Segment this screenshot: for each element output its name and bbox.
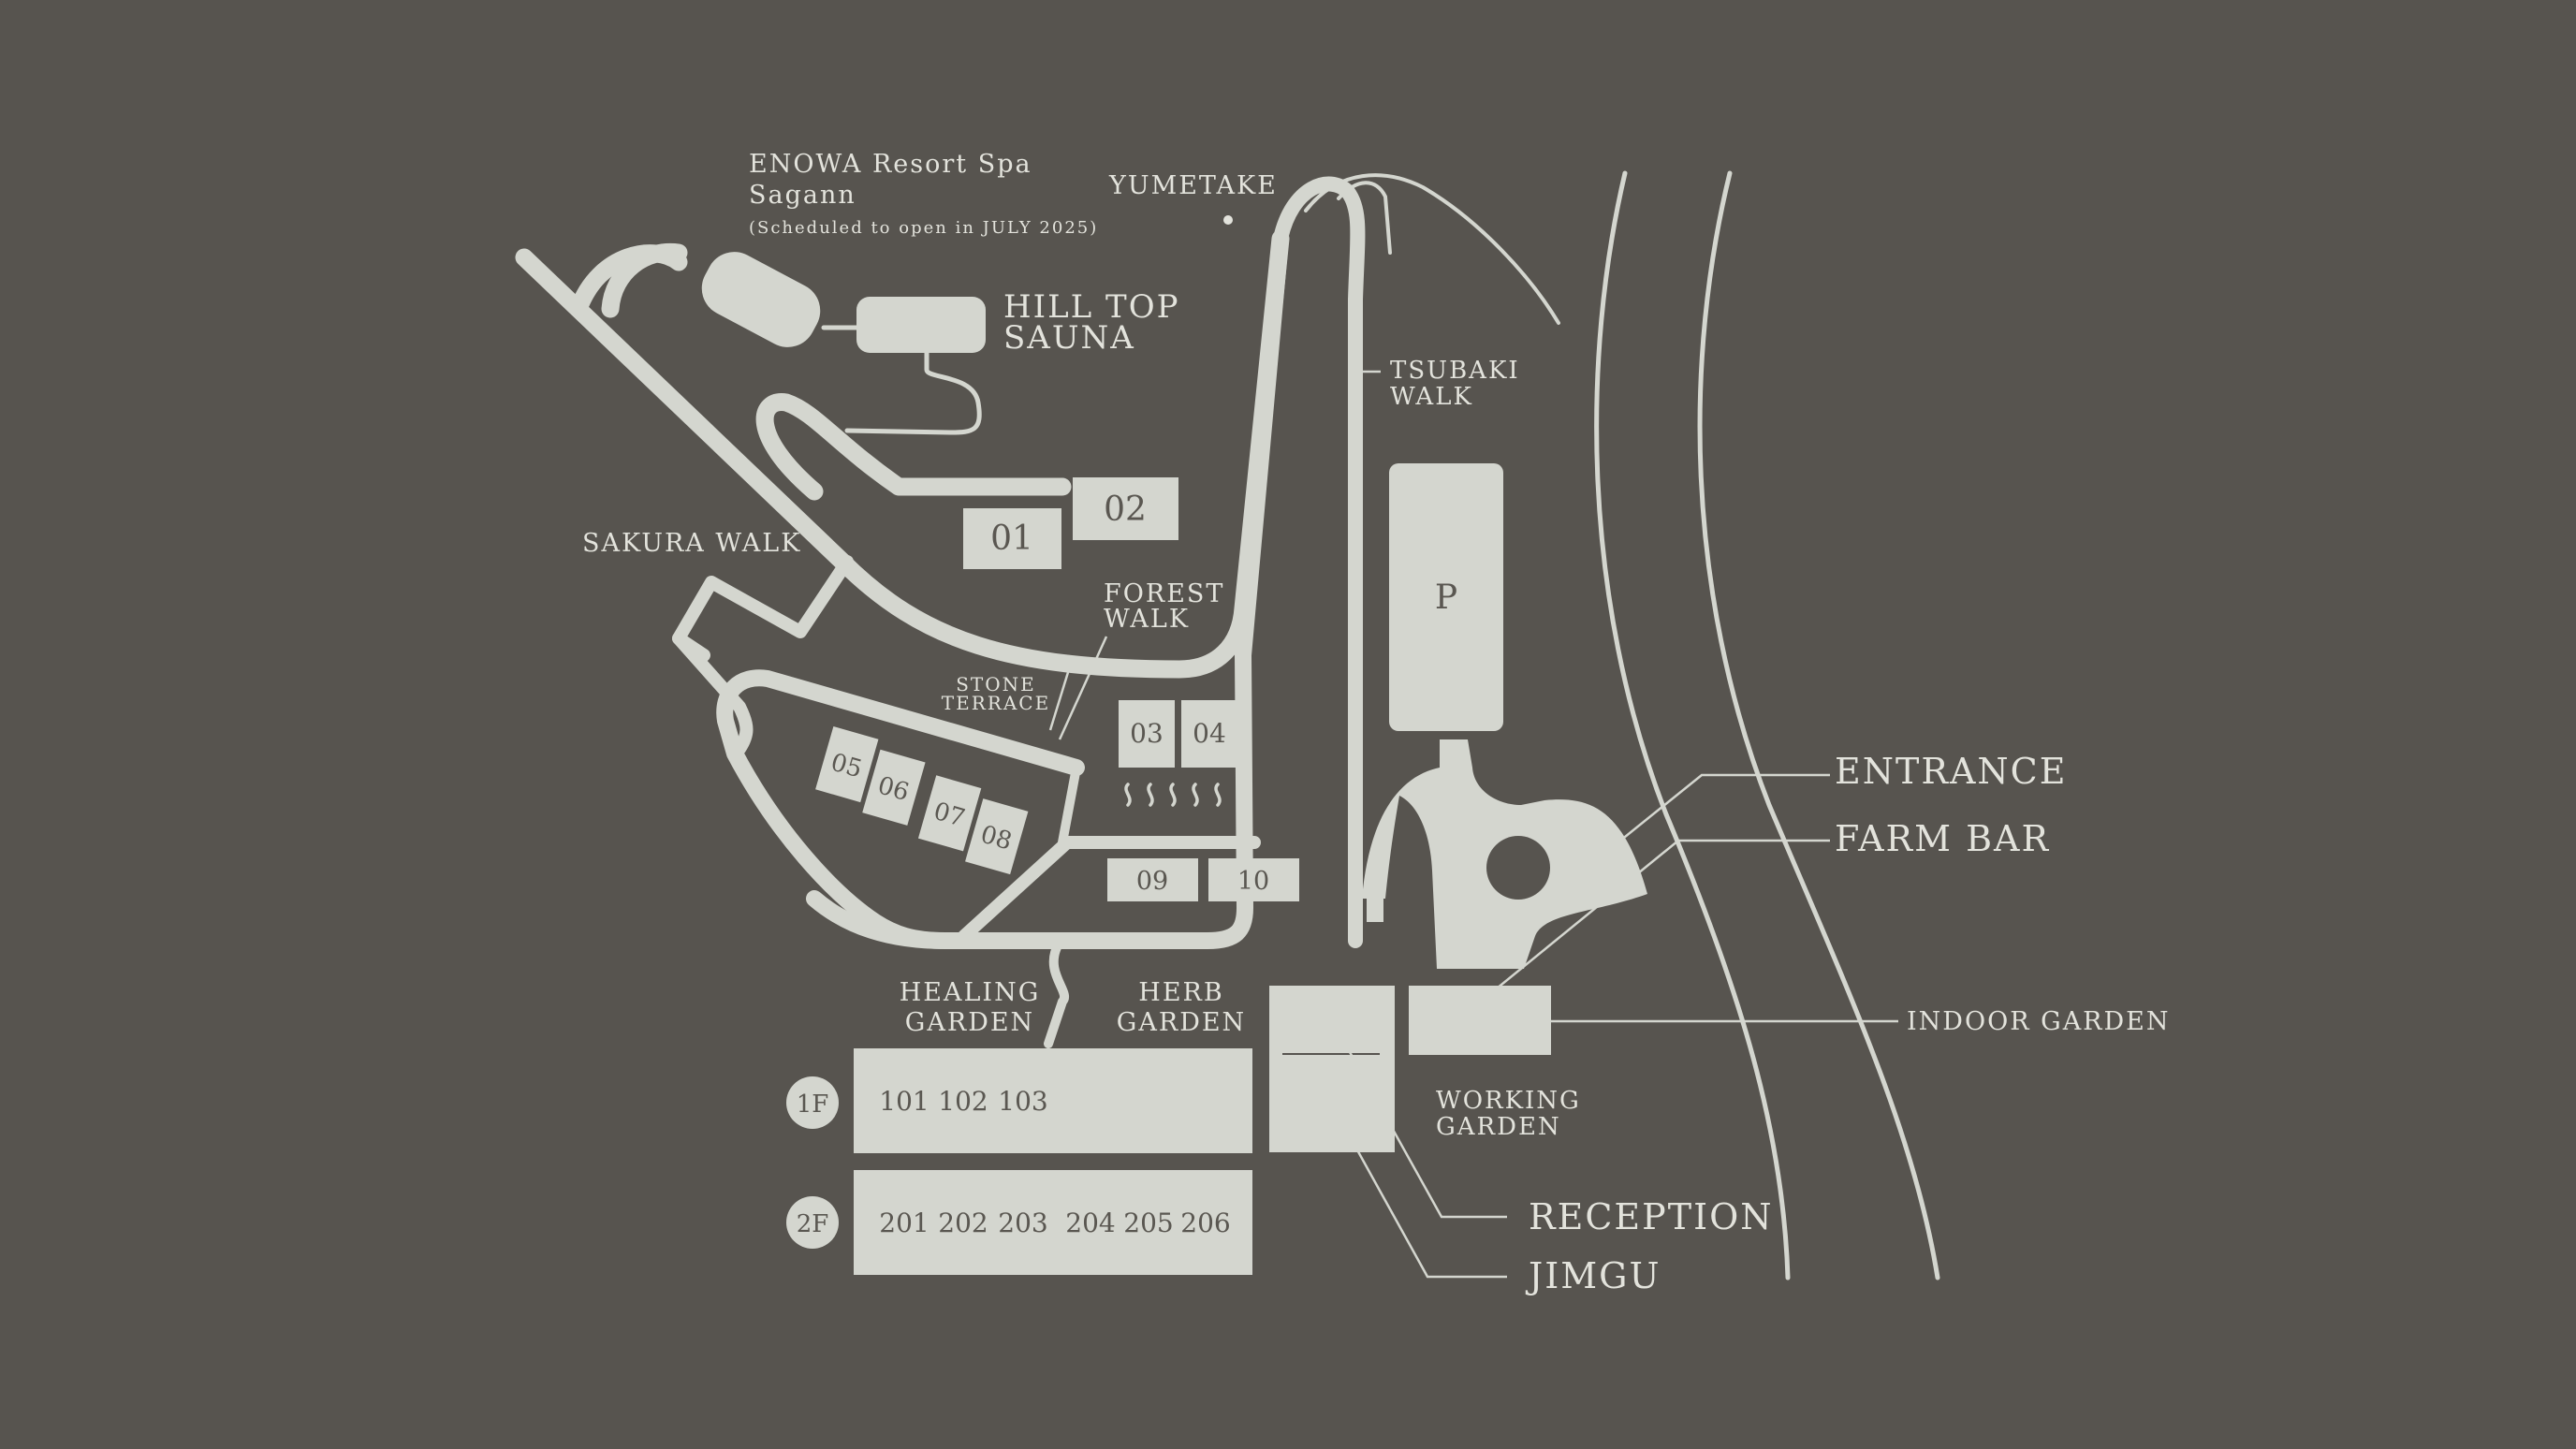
tsubaki-label-line2: WALK (1390, 383, 1473, 411)
yumetake-label: YUMETAKE (1108, 171, 1278, 200)
stone-terrace-leader (1048, 668, 1071, 731)
villa-09-label: 09 (1136, 867, 1168, 896)
entrance-label: ENTRANCE (1835, 751, 2067, 792)
room-201: 201 (879, 1208, 929, 1238)
hill-top-label-line2: SAUNA (1003, 319, 1135, 357)
parking-lot (1389, 463, 1503, 731)
diagonal-road (958, 836, 1261, 943)
herb-garden-label-line1: HERB (1138, 978, 1223, 1007)
enowa-note: (Scheduled to open in JULY 2025) (749, 218, 1098, 238)
coastline-outer (1697, 170, 1940, 1281)
floor-1-building (854, 1048, 1252, 1153)
forest-walk-label-line1: FOREST (1104, 579, 1224, 608)
hill-top-label-line1: HILL TOP (1003, 288, 1179, 326)
terrace-compound (716, 669, 1085, 949)
indoor-garden-building (1409, 986, 1551, 1055)
villa-04 (1181, 700, 1237, 768)
villa-10-label: 10 (1237, 867, 1269, 896)
tsubaki-walk-inner (1337, 181, 1392, 255)
room-103: 103 (998, 1086, 1047, 1117)
floor-2-badge-label: 2F (797, 1210, 829, 1238)
hilltop-road (515, 229, 1290, 679)
healing-garden-label-line1: HEALING (900, 978, 1041, 1007)
room-206: 206 (1180, 1208, 1230, 1238)
room-204: 204 (1065, 1208, 1115, 1238)
reception-label: RECEPTION (1529, 1196, 1774, 1237)
enowa-label-line1: ENOWA Resort Spa (749, 150, 1032, 179)
entrance-drop-marker (1367, 885, 1383, 922)
sauna-trail (844, 350, 982, 435)
room-202: 202 (938, 1208, 988, 1238)
parking-label: P (1435, 578, 1457, 617)
villa-02 (1073, 477, 1178, 540)
terrace-gate (1058, 763, 1081, 847)
villa-02-label: 02 (1104, 490, 1147, 529)
working-garden-label-line2: GARDEN (1436, 1113, 1561, 1141)
villa-05 (815, 726, 879, 803)
forest-walk-label-line2: WALK (1104, 605, 1190, 634)
villa-10 (1208, 858, 1299, 901)
room-102: 102 (938, 1086, 988, 1117)
hot-spring-icon (1124, 783, 1244, 807)
indoor-garden-label: INDOOR GARDEN (1907, 1007, 2171, 1036)
farm-bar-leader (1445, 839, 1830, 1031)
floor-1-badge-label: 1F (797, 1090, 829, 1119)
villa-09 (1107, 858, 1198, 901)
room-203: 203 (998, 1208, 1047, 1238)
entrance-leader (1600, 773, 1830, 857)
villa-08 (965, 798, 1029, 875)
reception-leader (1329, 1017, 1507, 1219)
villa-03 (1119, 700, 1175, 768)
sauna-pod-1 (701, 252, 821, 347)
farm-bar-label: FARM BAR (1835, 818, 2050, 859)
yumetake-marker (1223, 215, 1233, 225)
tsubaki-walk-outer (1304, 173, 1560, 325)
villa-04-label: 04 (1193, 718, 1226, 749)
enowa-label-line2: Sagann (749, 181, 856, 210)
working-garden-label-line1: WORKING (1436, 1087, 1581, 1115)
room-205: 205 (1123, 1208, 1173, 1238)
herb-garden-label-line2: GARDEN (1117, 1008, 1246, 1037)
sakura-walk-spur (672, 632, 754, 755)
sauna-pod-2 (856, 297, 986, 353)
sakura-walk-label: SAKURA WALK (582, 529, 801, 558)
entrance-roundabout (1486, 836, 1550, 900)
lower-switchback (755, 393, 1072, 501)
villa-07 (917, 775, 982, 852)
stone-terrace-label-line2: TERRACE (942, 692, 1050, 714)
sakura-loop (601, 242, 688, 318)
villa-01 (963, 508, 1061, 569)
floor-1-badge (786, 1076, 839, 1129)
tsubaki-label-line1: TSUBAKI (1390, 357, 1520, 385)
floor-2-badge (786, 1196, 839, 1249)
villa-03-label: 03 (1130, 718, 1164, 749)
coastline-inner (1594, 170, 1791, 1281)
reception-building (1269, 986, 1395, 1152)
stone-terrace-label-line1: STONE (956, 673, 1036, 695)
floor-2-building (854, 1170, 1252, 1275)
healing-garden-label-line2: GARDEN (905, 1008, 1034, 1037)
jimgu-label: JIMGU (1525, 1255, 1661, 1296)
room-101: 101 (879, 1086, 929, 1117)
villa-01-label: 01 (990, 520, 1033, 558)
forest-walk-leader (1058, 636, 1108, 740)
villa-06 (862, 749, 926, 826)
jimgu-leader (1329, 1102, 1507, 1279)
herb-garden-path (1044, 941, 1069, 1048)
